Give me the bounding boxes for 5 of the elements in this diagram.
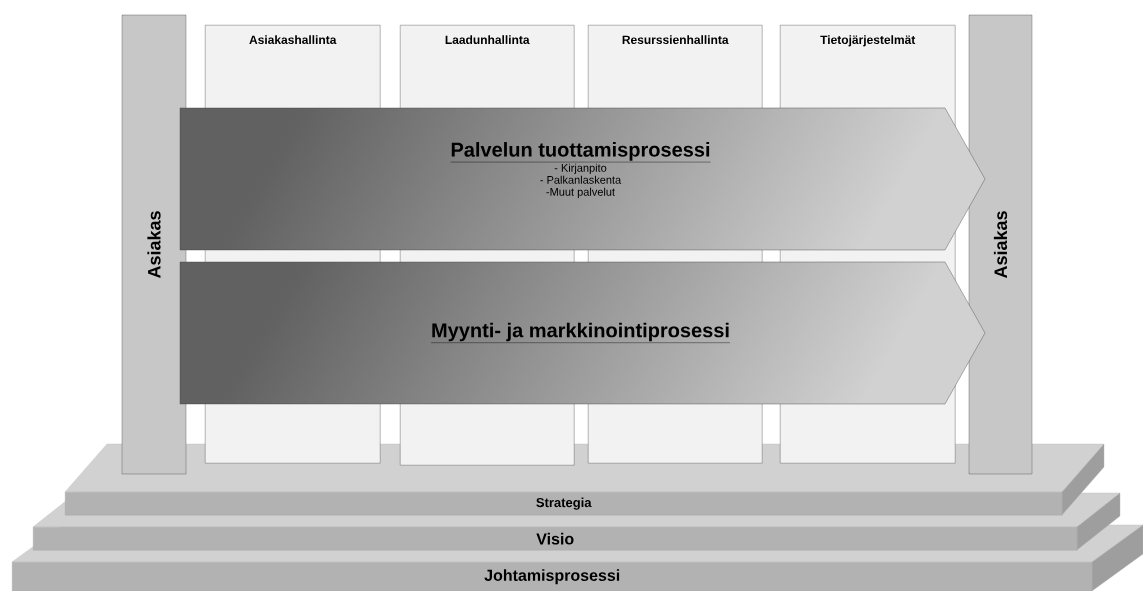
platform-step: Visio	[33, 527, 1078, 551]
platform-step: Johtamisprosessi	[12, 562, 1093, 591]
customer-pillar: Asiakas	[968, 14, 1033, 475]
platform-step: Strategia	[65, 492, 1063, 516]
customer-pillar: Asiakas	[121, 14, 187, 475]
